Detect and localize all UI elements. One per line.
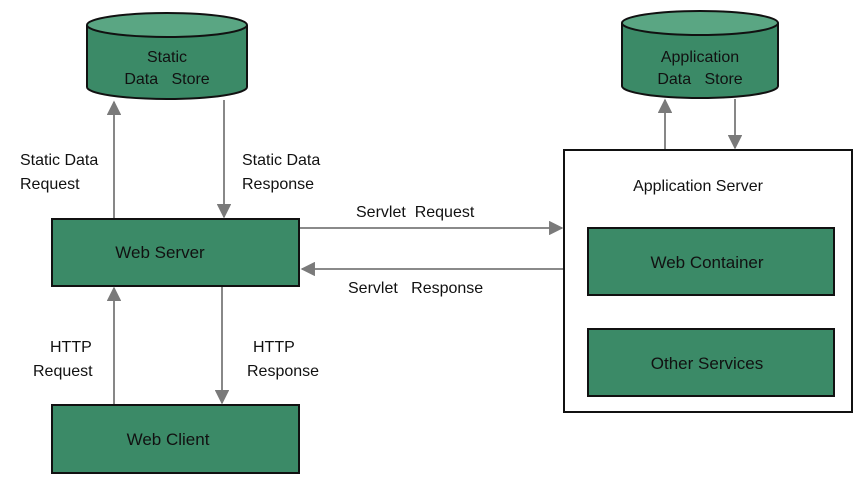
web-client-label: Web Client [127, 430, 210, 449]
static-store-label-line1: Static [147, 49, 187, 66]
application-server-container: Application Server Web Container Other S… [563, 149, 853, 413]
static-data-store: Static Data Store [86, 12, 248, 100]
static-request-label-line2: Request [20, 176, 80, 193]
web-container-node: Web Container [587, 227, 835, 296]
app-store-label-line2: Data Store [657, 71, 742, 88]
http-request-label-line2: Request [33, 363, 93, 380]
static-store-label-line2: Data Store [124, 71, 209, 88]
other-services-label: Other Services [651, 354, 763, 373]
connectors [106, 98, 743, 405]
other-services-node: Other Services [587, 328, 835, 397]
static-response-label-line2: Response [242, 176, 314, 193]
http-response-label-line1: HTTP [253, 339, 295, 356]
servlet-request-label: Servlet Request [356, 204, 475, 221]
application-server-label: Application Server [633, 178, 764, 195]
app-store-label-line1: Application [661, 49, 739, 66]
application-data-store: Application Data Store [621, 10, 779, 99]
web-server-node: Web Server [51, 218, 300, 287]
static-request-label-line1: Static Data [20, 152, 98, 169]
http-response-label-line2: Response [247, 363, 319, 380]
http-request-label-line1: HTTP [50, 339, 92, 356]
static-response-label-line1: Static Data [242, 152, 320, 169]
web-server-label: Web Server [115, 243, 205, 262]
web-client-node: Web Client [51, 404, 300, 474]
web-container-label: Web Container [650, 253, 763, 272]
servlet-response-label: Servlet Response [348, 280, 483, 297]
